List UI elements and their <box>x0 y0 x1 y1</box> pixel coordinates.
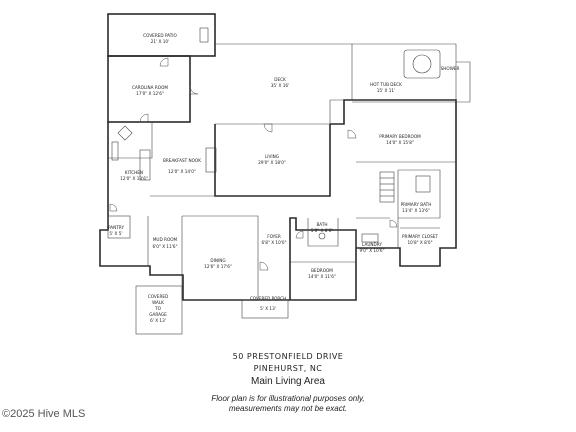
hot-tub-basin <box>412 54 432 74</box>
covered-patio-dims: 21' X 10' <box>151 39 170 44</box>
washer-dryer <box>361 233 379 243</box>
shower-name: SHOWER <box>441 66 460 71</box>
level-title: Main Living Area <box>251 376 325 387</box>
foyer-dims: 6'8" X 10'0" <box>261 240 286 245</box>
covered-porch-dims: 5' X 13' <box>260 306 276 311</box>
pantry-dims: 5' X 5' <box>109 231 122 236</box>
laundry-dims: 9'0" X 10'6" <box>359 248 384 253</box>
covered-walk-dims: 6' X 13' <box>150 318 166 323</box>
door-swing <box>159 57 169 67</box>
breakfast-nook-dims: 12'0" X 14'0" <box>168 169 196 174</box>
primary-bath-partitions <box>356 161 456 248</box>
walls <box>99 13 471 335</box>
hot-tub-deck-outline <box>352 43 457 103</box>
grill <box>199 27 209 43</box>
pantry-name: PANTRY <box>108 225 124 230</box>
copyright-watermark: ©2025 Hive MLS <box>2 408 86 420</box>
covered-porch-outline <box>241 299 289 319</box>
bath-name: BATH <box>316 222 327 227</box>
covered-patio-name: COVERED PATIO <box>143 33 177 38</box>
bedroom-name: BEDROOM <box>311 268 333 273</box>
kitchen-island <box>139 149 151 181</box>
deck-outline <box>215 43 353 125</box>
dining-dims: 12'6" X 17'6" <box>204 264 232 269</box>
deck-name: DECK <box>274 77 286 82</box>
carolina-room-dims: 17'0" X 12'6" <box>136 91 164 96</box>
bath-partitions <box>307 217 390 248</box>
living-dims: 29'0" X 18'0" <box>258 160 286 165</box>
kitchen-name: KITCHEN <box>125 170 143 175</box>
covered-walk-line1: COVERED <box>148 294 168 299</box>
address-line-1: 50 PRESTONFIELD DRIVE <box>232 352 344 361</box>
primary-closet-name: PRIMARY CLOSET <box>402 234 438 239</box>
door-swing <box>109 203 118 212</box>
shower-outline <box>456 61 471 103</box>
door-swing <box>139 113 149 123</box>
door-swing <box>259 261 269 271</box>
covered-walk-line2: WALK <box>152 300 164 305</box>
kitchen-counter <box>111 141 119 161</box>
doors <box>109 57 398 271</box>
disclaimer-line-1: Floor plan is for illustrational purpose… <box>211 394 365 403</box>
disclaimer-line-2: measurements may not be exact. <box>228 404 348 413</box>
bath-dims: 5'0" X 8'0" <box>311 228 333 233</box>
laundry-name: LAUNDRY <box>362 242 382 247</box>
hot-tub-deck-dims: 15' X 11' <box>377 88 396 93</box>
room-labels: COVERED PATIO 21' X 10' CAROLINA ROOM 17… <box>108 33 459 323</box>
covered-walk-line3: TO <box>154 306 162 311</box>
primary-bath-name: PRIMARY BATH <box>401 202 432 207</box>
bedroom-dims: 14'0" X 11'6" <box>308 274 336 279</box>
hot-tub <box>403 49 441 79</box>
address-line-2: PINEHURST, NC <box>253 364 323 373</box>
door-swing <box>189 85 199 95</box>
main-body-walls <box>99 122 357 301</box>
fixtures <box>111 27 441 243</box>
breakfast-nook-name: BREAKFAST NOOK <box>163 158 201 163</box>
covered-walk-outline <box>135 285 183 335</box>
door-swing <box>347 129 357 139</box>
tub <box>415 175 431 193</box>
primary-bedroom-name: PRIMARY BEDROOM <box>379 134 421 139</box>
dining-name: DINING <box>210 258 225 263</box>
fireplace <box>205 147 217 173</box>
primary-bath-dims: 13'4" X 13'6" <box>402 208 430 213</box>
covered-porch-name: COVERED PORCH <box>250 296 286 301</box>
door-swing <box>295 230 304 239</box>
stairs <box>379 171 395 203</box>
primary-suite-walls <box>330 99 457 267</box>
kitchen-dims: 12'0" X 13'6" <box>120 176 148 181</box>
hot-tub-deck-name: HOT TUB DECK <box>370 82 402 87</box>
primary-bedroom-dims: 14'0" X 15'8" <box>386 140 414 145</box>
living-name: LIVING <box>265 154 279 159</box>
kitchen-partition <box>108 122 153 159</box>
covered-walk-line4: GARAGE <box>149 312 167 317</box>
foyer-name: FOYER <box>267 234 281 239</box>
primary-closet-dims: 10'8" X 8'0" <box>407 240 432 245</box>
dining-partitions <box>147 215 259 300</box>
door-swing <box>389 219 398 228</box>
toilet <box>318 232 326 240</box>
living-walls <box>214 124 331 197</box>
mud-room-name: MUD ROOM <box>153 237 178 242</box>
mud-room-dims: 6'0" X 11'6" <box>152 244 177 249</box>
door-swing <box>263 123 273 133</box>
deck-dims: 35' X 16' <box>271 83 290 88</box>
carolina-room-name: CAROLINA ROOM <box>132 85 168 90</box>
pantry-walls <box>107 215 131 239</box>
fireplace-corner <box>117 125 133 141</box>
